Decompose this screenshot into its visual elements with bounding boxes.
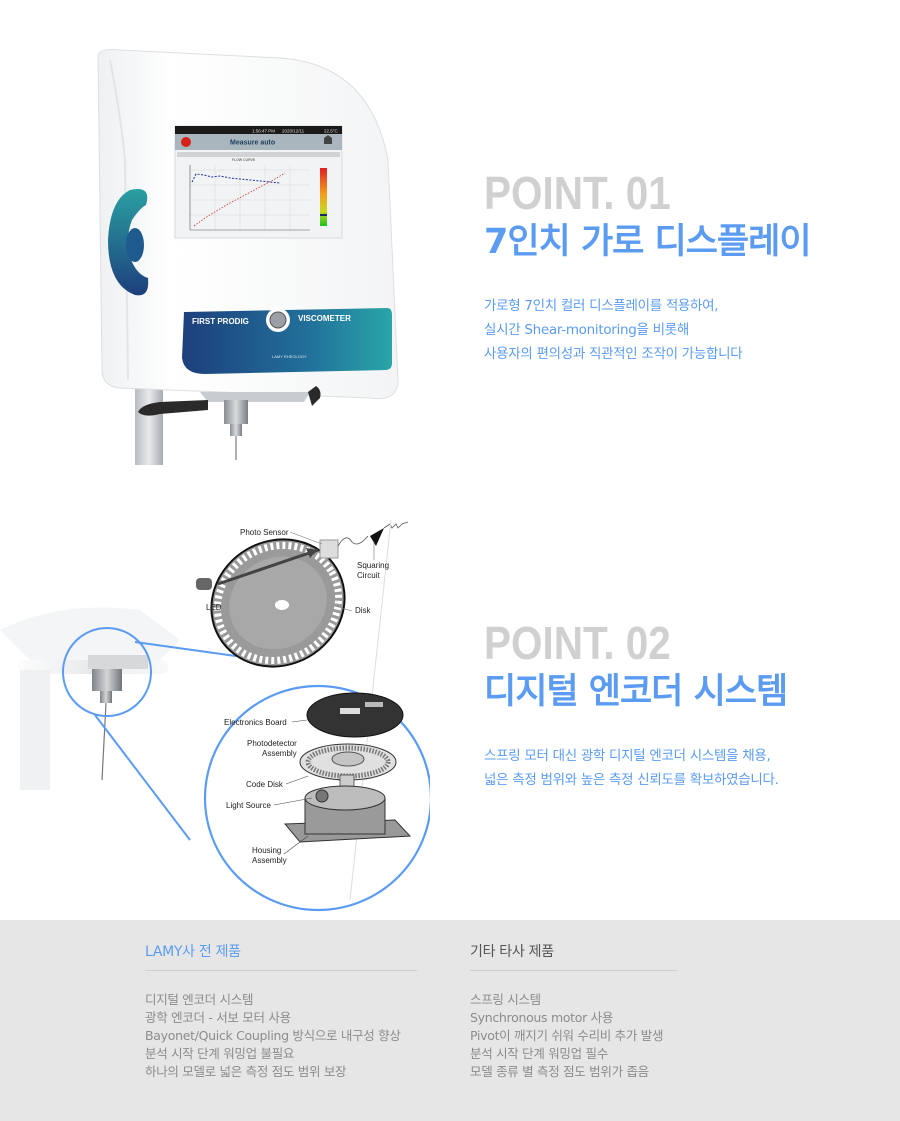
svg-text:2020/12/11: 2020/12/11 [282, 129, 305, 134]
list-item: Bayonet/Quick Coupling 방식으로 내구성 향상 [145, 1028, 401, 1043]
feature-list: 스프링 시스템 Synchronous motor 사용 Pivot이 깨지기 … [470, 991, 677, 1081]
column-heading: LAMY사 전 제품 [145, 942, 417, 971]
lamy-products-column: LAMY사 전 제품 디지털 엔코더 시스템 광학 엔코더 - 서보 모터 사용… [145, 942, 417, 1081]
svg-text:Circuit: Circuit [357, 571, 380, 580]
svg-text:Assembly: Assembly [252, 856, 287, 865]
svg-text:Light Source: Light Source [226, 801, 271, 810]
point-description: 스프링 모터 대신 광학 디지털 엔코더 시스템을 채용, 넓은 측정 범위와 … [484, 744, 787, 792]
list-item: 분석 시작 단계 워밍업 필수 [470, 1046, 608, 1061]
svg-text:Measure auto: Measure auto [230, 140, 275, 147]
svg-text:Squaring: Squaring [357, 561, 389, 570]
encoder-assembly-diagram: Electronics Board Photodetector Assembly… [224, 692, 412, 865]
point-title: 7인치 가로 디스플레이 [484, 222, 812, 262]
list-item: 광학 엔코더 - 서보 모터 사용 [145, 1010, 291, 1025]
viscometer-device-image: 1:56:47 PM 2020/12/11 22.5°C Measure aut… [97, 49, 399, 465]
encoder-diagram-image: Photo Sensor Squaring Circuit Disk LED E… [0, 519, 430, 912]
point-02-section: Photo Sensor Squaring Circuit Disk LED E… [0, 480, 900, 920]
point-number: POINT. 02 [484, 617, 671, 669]
description-line: 사용자의 편의성과 직관적인 조작이 가능합니다 [484, 346, 743, 362]
svg-text:Photodetector: Photodetector [247, 739, 297, 748]
other-products-column: 기타 타사 제품 스프링 시스템 Synchronous motor 사용 Pi… [470, 942, 677, 1081]
svg-text:LAMY RHEOLOGY: LAMY RHEOLOGY [272, 354, 307, 359]
point-description: 가로형 7인치 컬러 디스플레이를 적용하여, 실시간 Shear-monito… [484, 294, 811, 366]
comparison-section: LAMY사 전 제품 디지털 엔코더 시스템 광학 엔코더 - 서보 모터 사용… [0, 920, 900, 1121]
point-02-block: POINT. 02 디지털 엔코더 시스템 스프링 모터 대신 광학 디지털 엔… [484, 617, 788, 792]
description-line: 가로형 7인치 컬러 디스플레이를 적용하여, [484, 298, 719, 314]
home-icon [324, 135, 332, 144]
description-line: 스프링 모터 대신 광학 디지털 엔코더 시스템을 채용, [484, 748, 771, 764]
list-item: Pivot이 깨지기 쉬워 수리비 추가 발생 [470, 1028, 664, 1043]
svg-text:FLOW CURVE: FLOW CURVE [232, 158, 256, 162]
list-item: 하나의 모델로 넓은 측정 점도 범위 보장 [145, 1064, 347, 1079]
svg-text:1:56:47 PM: 1:56:47 PM [252, 129, 275, 134]
feature-list: 디지털 엔코더 시스템 광학 엔코더 - 서보 모터 사용 Bayonet/Qu… [145, 991, 417, 1081]
list-item: 모델 종류 별 측정 점도 범위가 좁음 [470, 1064, 649, 1079]
svg-text:Photo Sensor: Photo Sensor [240, 528, 289, 537]
list-item: Synchronous motor 사용 [470, 1010, 614, 1025]
description-line: 실시간 Shear-monitoring을 비롯해 [484, 322, 689, 338]
svg-text:Housing: Housing [252, 846, 281, 855]
point-title: 디지털 엔코더 시스템 [484, 672, 788, 712]
svg-text:LED: LED [206, 603, 222, 612]
svg-text:22.5°C: 22.5°C [324, 129, 339, 134]
description-line: 넓은 측정 범위와 높은 측정 신뢰도를 확보하였습니다. [484, 772, 779, 788]
list-item: 분석 시작 단계 워밍업 불필요 [145, 1046, 295, 1061]
point-number: POINT. 01 [484, 167, 671, 219]
point-01-section: 1:56:47 PM 2020/12/11 22.5°C Measure aut… [0, 0, 900, 480]
list-item: 디지털 엔코더 시스템 [145, 992, 254, 1007]
point-01-block: POINT. 01 7인치 가로 디스플레이 가로형 7인치 컬러 디스플레이를… [484, 167, 812, 366]
list-item: 스프링 시스템 [470, 992, 541, 1007]
svg-text:FIRST PRODIG: FIRST PRODIG [192, 317, 249, 326]
device-screen: 1:56:47 PM 2020/12/11 22.5°C Measure aut… [174, 125, 343, 239]
stop-icon [181, 137, 191, 147]
svg-text:Assembly: Assembly [262, 749, 297, 758]
svg-text:Code Disk: Code Disk [246, 780, 284, 789]
svg-text:Electronics Board: Electronics Board [224, 718, 287, 727]
svg-text:VISCOMETER: VISCOMETER [298, 314, 351, 323]
svg-text:Disk: Disk [355, 606, 372, 615]
column-heading: 기타 타사 제품 [470, 942, 677, 971]
